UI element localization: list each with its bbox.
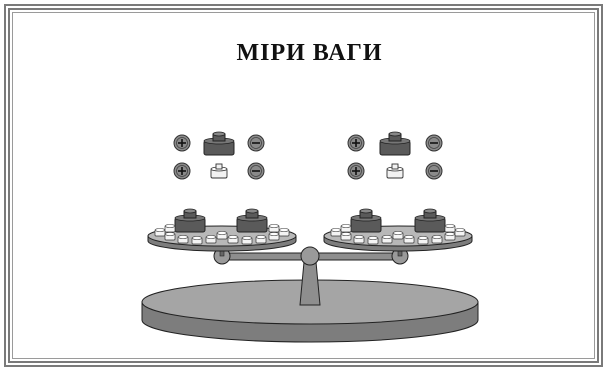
left-controls	[173, 131, 265, 180]
left-heavy-minus-button[interactable]	[247, 134, 265, 152]
plus-icon	[352, 139, 360, 147]
right-light-weight-icon	[386, 163, 404, 179]
right-heavy-minus-button[interactable]	[425, 134, 443, 152]
right-heavy-weight-icon	[379, 131, 411, 156]
scale-column	[299, 261, 321, 306]
left-heavy-plus-button[interactable]	[173, 134, 191, 152]
left-light-weight-icon	[210, 163, 228, 179]
right-light-minus-button[interactable]	[425, 162, 443, 180]
right-light-plus-button[interactable]	[347, 162, 365, 180]
right-controls	[347, 131, 443, 180]
left-light-minus-button[interactable]	[247, 162, 265, 180]
left-light-plus-button[interactable]	[173, 162, 191, 180]
plus-icon	[178, 139, 186, 147]
left-heavy-weight-icon	[203, 131, 235, 156]
page-title: МІРИ ВАГИ	[236, 40, 383, 66]
window-inner-border	[12, 12, 595, 359]
plus-icon	[178, 167, 186, 175]
plus-icon	[352, 167, 360, 175]
right-heavy-plus-button[interactable]	[347, 134, 365, 152]
